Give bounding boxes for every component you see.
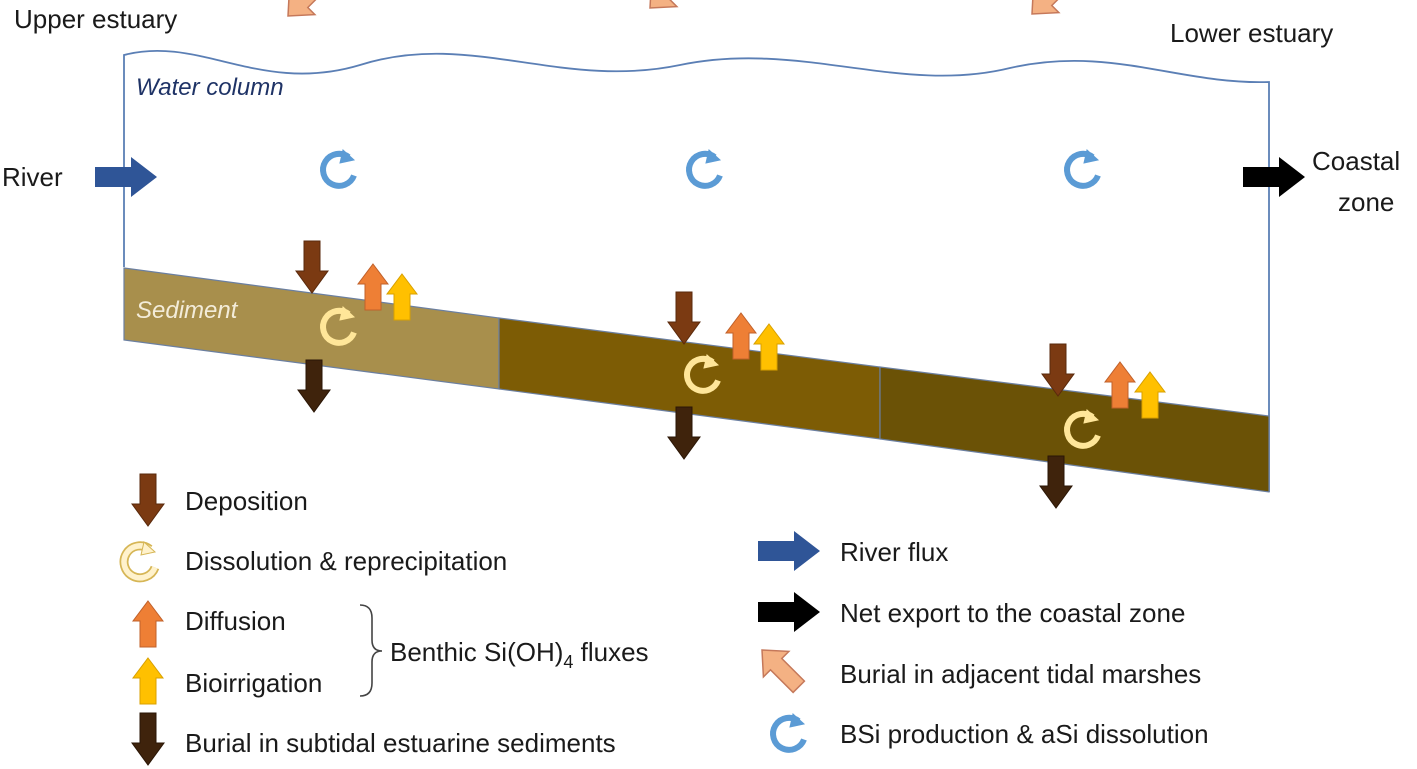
marsh-burial-arrow <box>287 0 332 17</box>
marsh-burial-arrow <box>1031 0 1076 15</box>
legend-diffusion-icon <box>132 600 164 648</box>
legend-burial-icon <box>131 712 165 766</box>
legend-bioirrigation-icon <box>132 657 164 705</box>
burial-arrow <box>297 359 331 413</box>
river-label: River <box>2 162 63 192</box>
river-flux-arrow <box>95 157 157 197</box>
marsh-burial-arrow <box>649 0 694 9</box>
legend-river-flux-label: River flux <box>840 537 948 567</box>
net-export-arrow <box>1243 157 1305 197</box>
legend-dissolution-icon <box>119 541 160 583</box>
legend-right: River flux Net export to the coastal zon… <box>758 531 1209 750</box>
sediment-label: Sediment <box>136 297 239 324</box>
legend-river-flux-icon <box>758 531 820 571</box>
deposition-arrow <box>295 240 329 294</box>
legend-marsh-burial-icon <box>761 649 806 694</box>
legend-dissolution-label: Dissolution & reprecipitation <box>185 546 507 576</box>
water-column-outline <box>123 50 1270 492</box>
legend-bsi-cycle-icon <box>773 714 804 750</box>
legend-diffusion-label: Diffusion <box>185 606 286 636</box>
legend-net-export-label: Net export to the coastal zone <box>840 598 1185 628</box>
legend-bioirrigation-label: Bioirrigation <box>185 668 322 698</box>
benthic-flux-suffix: fluxes <box>573 637 648 667</box>
benthic-flux-bracket <box>359 604 383 697</box>
legend-deposition-icon <box>131 473 165 527</box>
bsi-cycle-icon <box>1067 150 1098 186</box>
legend-marsh-burial-label: Burial in adjacent tidal marshes <box>840 659 1201 689</box>
deposition-arrow <box>667 291 701 345</box>
benthic-flux-prefix: Benthic Si(OH) <box>390 637 563 667</box>
lower-estuary-label: Lower estuary <box>1170 18 1333 48</box>
upper-estuary-label: Upper estuary <box>14 4 177 34</box>
coastal-zone-label-line2: zone <box>1338 187 1394 217</box>
bsi-cycle-icon <box>323 150 354 186</box>
benthic-flux-subscript: 4 <box>563 652 573 672</box>
sediment-lower-segment <box>879 366 1270 493</box>
legend-burial-label: Burial in subtidal estuarine sediments <box>185 728 616 758</box>
legend-benthic-flux-label: Benthic Si(OH)4 fluxes <box>390 637 649 672</box>
legend-left: Deposition Dissolution & reprecipitation… <box>119 473 649 766</box>
coastal-zone-label-line1: Coastal <box>1312 146 1400 176</box>
legend-net-export-icon <box>758 592 820 632</box>
bsi-cycle-icon <box>689 150 720 186</box>
water-column-label: Water column <box>136 74 284 101</box>
legend-bsi-label: BSi production & aSi dissolution <box>840 719 1209 749</box>
legend-deposition-label: Deposition <box>185 486 308 516</box>
